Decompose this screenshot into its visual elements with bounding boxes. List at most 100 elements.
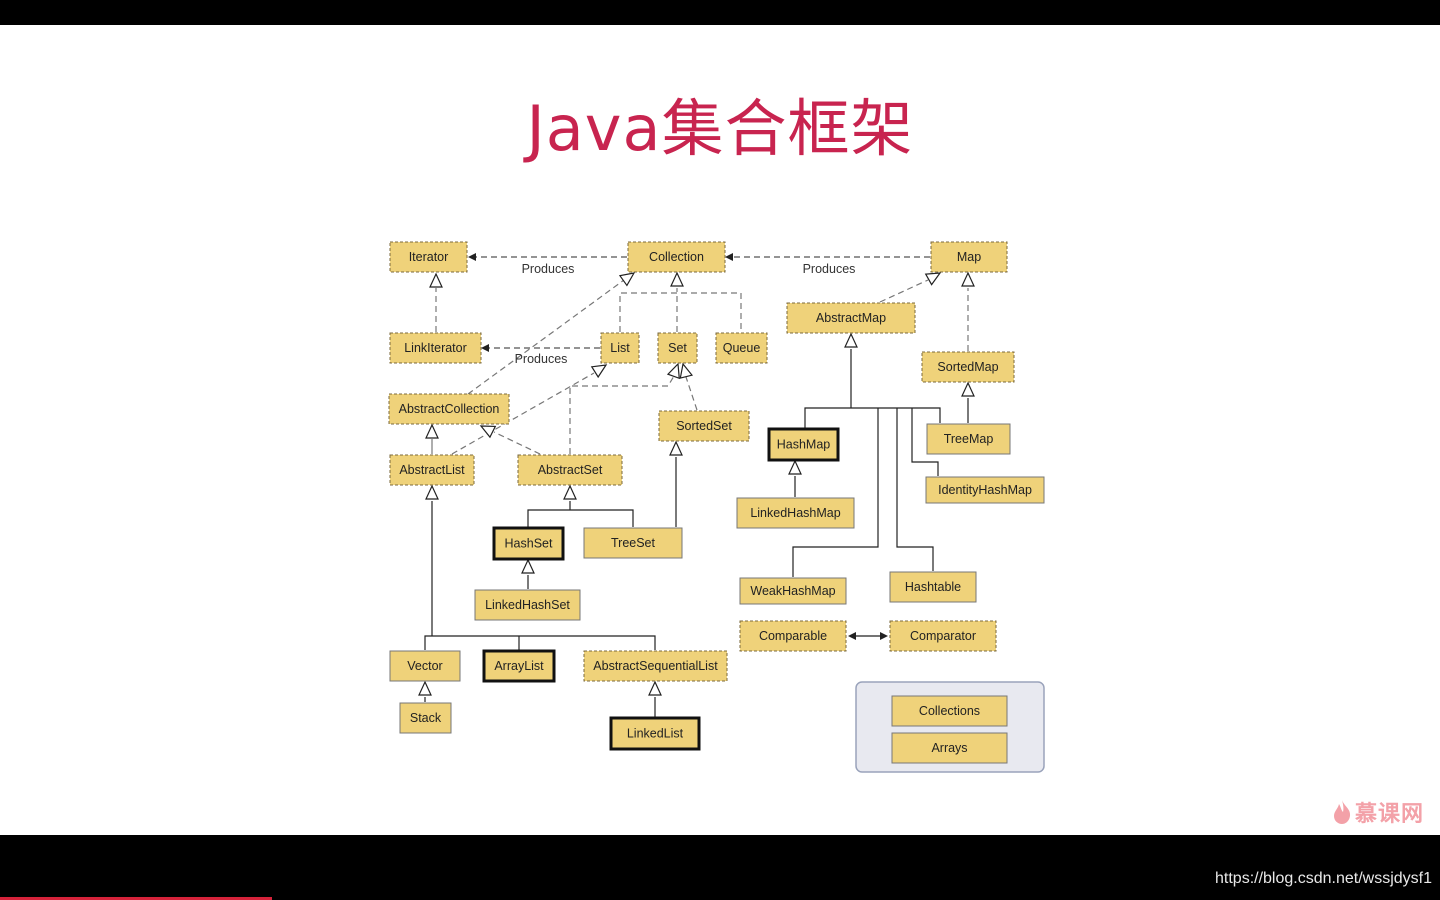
inheritance-arrow [679,362,694,379]
node-collections: Collections [891,695,1008,727]
node-set: Set [657,332,698,364]
edge [451,372,595,455]
svg-text:ArrayList: ArrayList [494,659,544,673]
node-arrays: Arrays [891,732,1008,764]
inheritance-arrow [521,558,535,574]
inheritance-arrow [618,272,636,287]
produces-arrow [725,253,733,261]
node-hashset: HashSet [492,526,565,561]
svg-text:AbstractSequentialList: AbstractSequentialList [593,659,718,673]
inheritance-arrow [648,680,662,696]
inheritance-arrow [563,484,577,500]
node-queue: Queue [715,332,768,364]
node-abstractsequentiallist: AbstractSequentialList [583,650,728,682]
inheritance-arrow [479,425,497,439]
produces-arrow [481,344,489,352]
edge [467,279,625,395]
produces-arrow [468,253,476,261]
svg-text:IdentityHashMap: IdentityHashMap [938,483,1032,497]
svg-text:TreeSet: TreeSet [611,536,656,550]
inheritance-arrow [961,271,975,287]
node-comparator: Comparator [889,620,997,652]
node-treeset: TreeSet [583,527,683,559]
node-abstractmap: AbstractMap [786,302,916,334]
produces-label: Produces [522,262,575,276]
imooc-watermark: 慕课网 [1332,796,1424,828]
produces-label: Produces [803,262,856,276]
node-collection: Collection [627,241,726,273]
node-abstractset: AbstractSet [517,454,623,486]
svg-text:AbstractList: AbstractList [399,463,465,477]
svg-text:LinkedHashMap: LinkedHashMap [750,506,840,520]
inheritance-arrow [669,440,683,456]
edge [685,376,698,411]
node-weakhashmap: WeakHashMap [739,577,847,605]
inheritance-arrow [670,271,684,287]
svg-text:Map: Map [957,250,981,264]
svg-text:HashSet: HashSet [505,537,553,551]
svg-text:Collections: Collections [919,704,980,718]
node-stack: Stack [399,702,452,734]
node-iterator: Iterator [389,241,468,273]
node-hashmap: HashMap [767,427,840,462]
edge [792,408,879,577]
svg-text:Arrays: Arrays [931,741,967,755]
svg-text:Comparable: Comparable [759,629,827,643]
node-linkedhashmap: LinkedHashMap [736,497,855,529]
svg-text:WeakHashMap: WeakHashMap [750,584,835,598]
svg-text:LinkedList: LinkedList [627,727,684,741]
edge [619,292,742,332]
svg-text:Queue: Queue [723,341,761,355]
node-hashtable: Hashtable [889,571,977,603]
produces-label: Produces [515,352,568,366]
edge [493,431,541,455]
svg-text:Set: Set [668,341,687,355]
edge [896,408,934,571]
svg-text:TreeMap: TreeMap [944,432,994,446]
inheritance-arrow [590,364,608,379]
node-linkedlist: LinkedList [609,716,701,751]
edge [527,509,634,527]
svg-text:AbstractSet: AbstractSet [538,463,603,477]
inheritance-arrow [418,680,432,696]
node-treemap: TreeMap [926,423,1011,455]
edge [804,407,941,428]
svg-text:Vector: Vector [407,659,442,673]
flame-icon [1334,800,1351,824]
svg-text:HashMap: HashMap [777,438,831,452]
node-map: Map [930,241,1008,273]
slide-title: Java集合框架 [526,92,914,165]
node-arraylist: ArrayList [482,649,556,683]
svg-text:List: List [610,341,630,355]
svg-text:LinkedHashSet: LinkedHashSet [485,598,570,612]
video-progress-bar[interactable] [0,897,272,900]
node-comparable: Comparable [739,620,847,652]
node-identityhashmap: IdentityHashMap [925,476,1045,504]
source-url: https://blog.csdn.net/wssjdysf1 [1215,870,1432,887]
inheritance-arrow [666,362,680,380]
video-bottom-bar [0,835,1440,900]
node-vector: Vector [389,650,461,682]
inheritance-arrow [429,272,443,288]
svg-text:LinkIterator: LinkIterator [404,341,467,355]
edge [569,375,675,454]
node-abstractcollection: AbstractCollection [388,393,510,425]
svg-text:AbstractMap: AbstractMap [816,311,886,325]
video-top-bar [0,0,1440,25]
svg-text:SortedSet: SortedSet [676,419,732,433]
node-abstractlist: AbstractList [389,454,475,486]
node-linkedhashset: LinkedHashSet [474,589,581,621]
svg-text:Stack: Stack [410,711,442,725]
svg-text:Iterator: Iterator [409,250,449,264]
edge [879,279,929,303]
inheritance-arrow [425,484,439,500]
node-sortedset: SortedSet [658,410,750,442]
svg-text:SortedMap: SortedMap [937,360,998,374]
bidirectional-arrow [880,632,888,640]
node-sortedmap: SortedMap [921,351,1015,383]
bidirectional-arrow [848,632,856,640]
inheritance-arrow [961,381,975,397]
node-linkiterator: LinkIterator [389,332,482,364]
inheritance-arrow [844,332,858,348]
